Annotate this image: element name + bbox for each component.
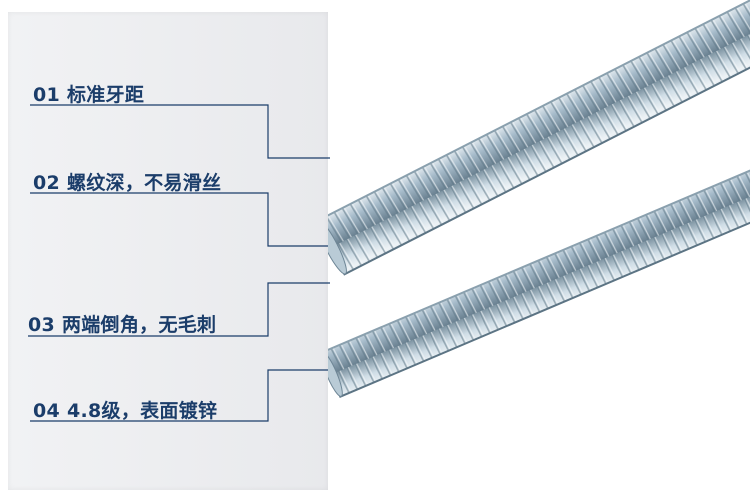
feature-label-1: 01 标准牙距: [33, 84, 145, 106]
feature-label-4: 04 4.8级，表面镀锌: [33, 400, 218, 422]
feature-panel: [8, 12, 328, 490]
leader-line-1: [30, 104, 330, 159]
feature-label-3: 03 两端倒角，无毛刺: [28, 314, 217, 336]
leader-line-4: [30, 369, 330, 422]
rod-lower: [328, 148, 750, 399]
feature-label-2: 02 螺纹深，不易滑丝: [33, 172, 222, 194]
leader-line-3: [28, 282, 330, 337]
rod-upper: [328, 0, 750, 276]
leader-line-2: [30, 192, 330, 247]
